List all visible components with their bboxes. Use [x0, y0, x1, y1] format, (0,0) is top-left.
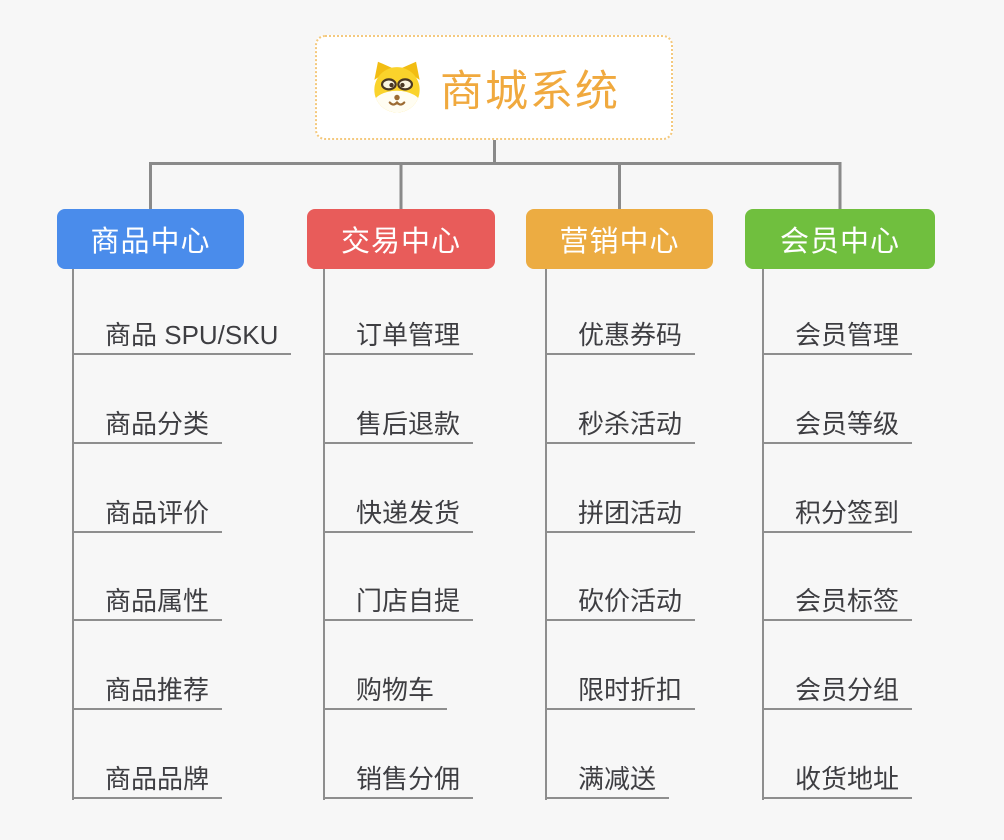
root-node[interactable]: 商城系统 [315, 35, 673, 140]
branch-header-marketing-center[interactable]: 营销中心 [526, 209, 713, 269]
leaf-node-marketing-center-3[interactable]: 拼团活动 [545, 485, 696, 533]
leaf-node-marketing-center-5[interactable]: 限时折扣 [545, 662, 696, 710]
leaf-node-trade-center-2[interactable]: 售后退款 [323, 396, 474, 444]
leaf-node-label: 售后退款 [356, 409, 461, 439]
leaf-node-trade-center-5[interactable]: 购物车 [323, 662, 448, 710]
leaf-node-label: 优惠券码 [578, 320, 683, 350]
root-node-title: 商城系统 [440, 67, 620, 116]
leaf-node-member-center-1[interactable]: 会员管理 [762, 307, 913, 355]
leaf-node-marketing-center-1[interactable]: 优惠券码 [545, 307, 696, 355]
leaf-node-label: 门店自提 [356, 586, 461, 616]
branch-header-member-center[interactable]: 会员中心 [745, 209, 935, 269]
leaf-node-trade-center-4[interactable]: 门店自提 [323, 573, 474, 621]
leaf-node-label: 会员分组 [795, 675, 900, 705]
leaf-node-label: 快递发货 [356, 498, 461, 528]
branch-header-trade-center[interactable]: 交易中心 [307, 209, 495, 269]
leaf-node-marketing-center-6[interactable]: 满减送 [545, 751, 670, 799]
leaf-node-label: 商品属性 [105, 586, 210, 616]
leaf-node-label: 会员标签 [795, 586, 900, 616]
leaf-node-member-center-6[interactable]: 收货地址 [762, 751, 913, 799]
leaf-node-label: 满减送 [578, 764, 657, 794]
leaf-node-label: 收货地址 [795, 764, 900, 794]
leaf-node-marketing-center-2[interactable]: 秒杀活动 [545, 396, 696, 444]
leaf-node-member-center-4[interactable]: 会员标签 [762, 573, 913, 621]
leaf-node-product-center-3[interactable]: 商品评价 [72, 485, 223, 533]
branch-header-product-center[interactable]: 商品中心 [57, 209, 244, 269]
branch-trunk-line-member-center [762, 269, 764, 800]
leaf-node-product-center-6[interactable]: 商品品牌 [72, 751, 223, 799]
leaf-node-label: 销售分佣 [356, 764, 461, 794]
branch-trunk-line-marketing-center [545, 269, 547, 800]
branch-trunk-line-trade-center [323, 269, 325, 800]
leaf-node-label: 商品评价 [105, 498, 210, 528]
leaf-node-label: 限时折扣 [578, 675, 683, 705]
leaf-node-member-center-2[interactable]: 会员等级 [762, 396, 913, 444]
leaf-node-label: 砍价活动 [578, 586, 683, 616]
leaf-node-label: 商品品牌 [105, 764, 210, 794]
leaf-node-product-center-1[interactable]: 商品 SPU/SKU [72, 307, 292, 355]
leaf-node-label: 会员等级 [795, 409, 900, 439]
leaf-node-trade-center-1[interactable]: 订单管理 [323, 307, 474, 355]
leaf-node-product-center-5[interactable]: 商品推荐 [72, 662, 223, 710]
leaf-node-label: 商品推荐 [105, 675, 210, 705]
doge-dog-icon [374, 61, 420, 112]
leaf-node-trade-center-6[interactable]: 销售分佣 [323, 751, 474, 799]
leaf-node-label: 订单管理 [356, 320, 461, 350]
leaf-node-label: 会员管理 [795, 320, 900, 350]
leaf-node-trade-center-3[interactable]: 快递发货 [323, 485, 474, 533]
leaf-node-label: 购物车 [356, 675, 435, 705]
branch-trunk-line-product-center [72, 269, 74, 800]
leaf-node-label: 秒杀活动 [578, 409, 683, 439]
leaf-node-product-center-2[interactable]: 商品分类 [72, 396, 223, 444]
leaf-node-member-center-5[interactable]: 会员分组 [762, 662, 913, 710]
leaf-node-marketing-center-4[interactable]: 砍价活动 [545, 573, 696, 621]
leaf-node-member-center-3[interactable]: 积分签到 [762, 485, 913, 533]
leaf-node-label: 商品分类 [105, 409, 210, 439]
leaf-node-product-center-4[interactable]: 商品属性 [72, 573, 223, 621]
leaf-node-label: 积分签到 [795, 498, 900, 528]
leaf-node-label: 商品 SPU/SKU [105, 320, 279, 350]
leaf-node-label: 拼团活动 [578, 498, 683, 528]
